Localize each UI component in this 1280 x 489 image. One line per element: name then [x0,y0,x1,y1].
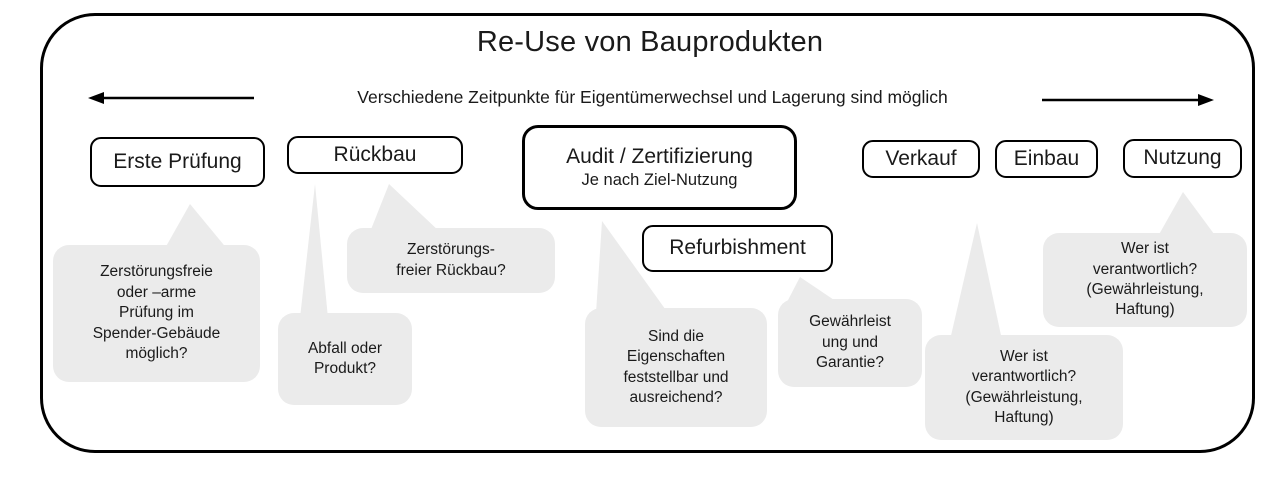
callout-text: Zerstörungs- freier Rückbau? [396,241,506,279]
stage-box-audit-zertifizierung: Audit / Zertifizierung Je nach Ziel-Nutz… [522,125,797,210]
callout-rueckbau-zerstoerungsfrei: Zerstörungs- freier Rückbau? [347,228,555,293]
callout-text: Gewährleist ung und Garantie? [809,313,891,372]
timeline-left-arrow-icon [88,92,254,104]
callout-text: Zerstörungsfreie oder –arme Prüfung im S… [92,263,221,363]
callout-text: Wer ist verantwortlich? (Gewährleistung,… [965,347,1083,426]
diagram-title: Re-Use von Bauprodukten [476,26,824,58]
callout-text: Wer ist verantwortlich? (Gewährleistung,… [1086,240,1204,319]
callout-eigenschaften: Sind die Eigenschaften feststellbar und … [585,308,767,427]
stage-label: Nutzung [1143,146,1222,170]
stage-label: Audit / Zertifizierung [566,145,753,169]
stage-sublabel: Je nach Ziel-Nutzung [581,170,738,189]
stage-box-verkauf: Verkauf [862,140,980,178]
timeline-right-arrow-icon [1042,94,1214,106]
stage-box-einbau: Einbau [995,140,1098,178]
stage-box-rueckbau: Rückbau [287,136,463,174]
stage-label: Verkauf [885,146,957,170]
stage-box-refurbishment: Refurbishment [642,225,833,272]
stage-box-nutzung: Nutzung [1123,139,1242,178]
timeline-caption: Verschiedene Zeitpunkte für Eigentümerwe… [357,87,948,107]
stage-label: Einbau [1013,146,1080,170]
stage-label: Erste Prüfung [113,149,242,173]
diagram-frame [40,13,1255,453]
callout-erste-pruefung: Zerstörungsfreie oder –arme Prüfung im S… [53,245,260,382]
callout-verantwortlich-nutzung: Wer ist verantwortlich? (Gewährleistung,… [1043,233,1247,327]
callout-gewaehrleistung-garantie: Gewährleist ung und Garantie? [778,299,922,387]
stage-box-erste-pruefung: Erste Prüfung [90,137,265,187]
stage-label: Rückbau [333,142,417,166]
callout-text: Sind die Eigenschaften feststellbar und … [623,327,729,406]
callout-abfall-oder-produkt: Abfall oder Produkt? [278,313,412,405]
callout-verantwortlich-verkauf: Wer ist verantwortlich? (Gewährleistung,… [925,335,1123,440]
stage-label: Refurbishment [669,236,806,260]
callout-text: Abfall oder Produkt? [307,339,383,377]
